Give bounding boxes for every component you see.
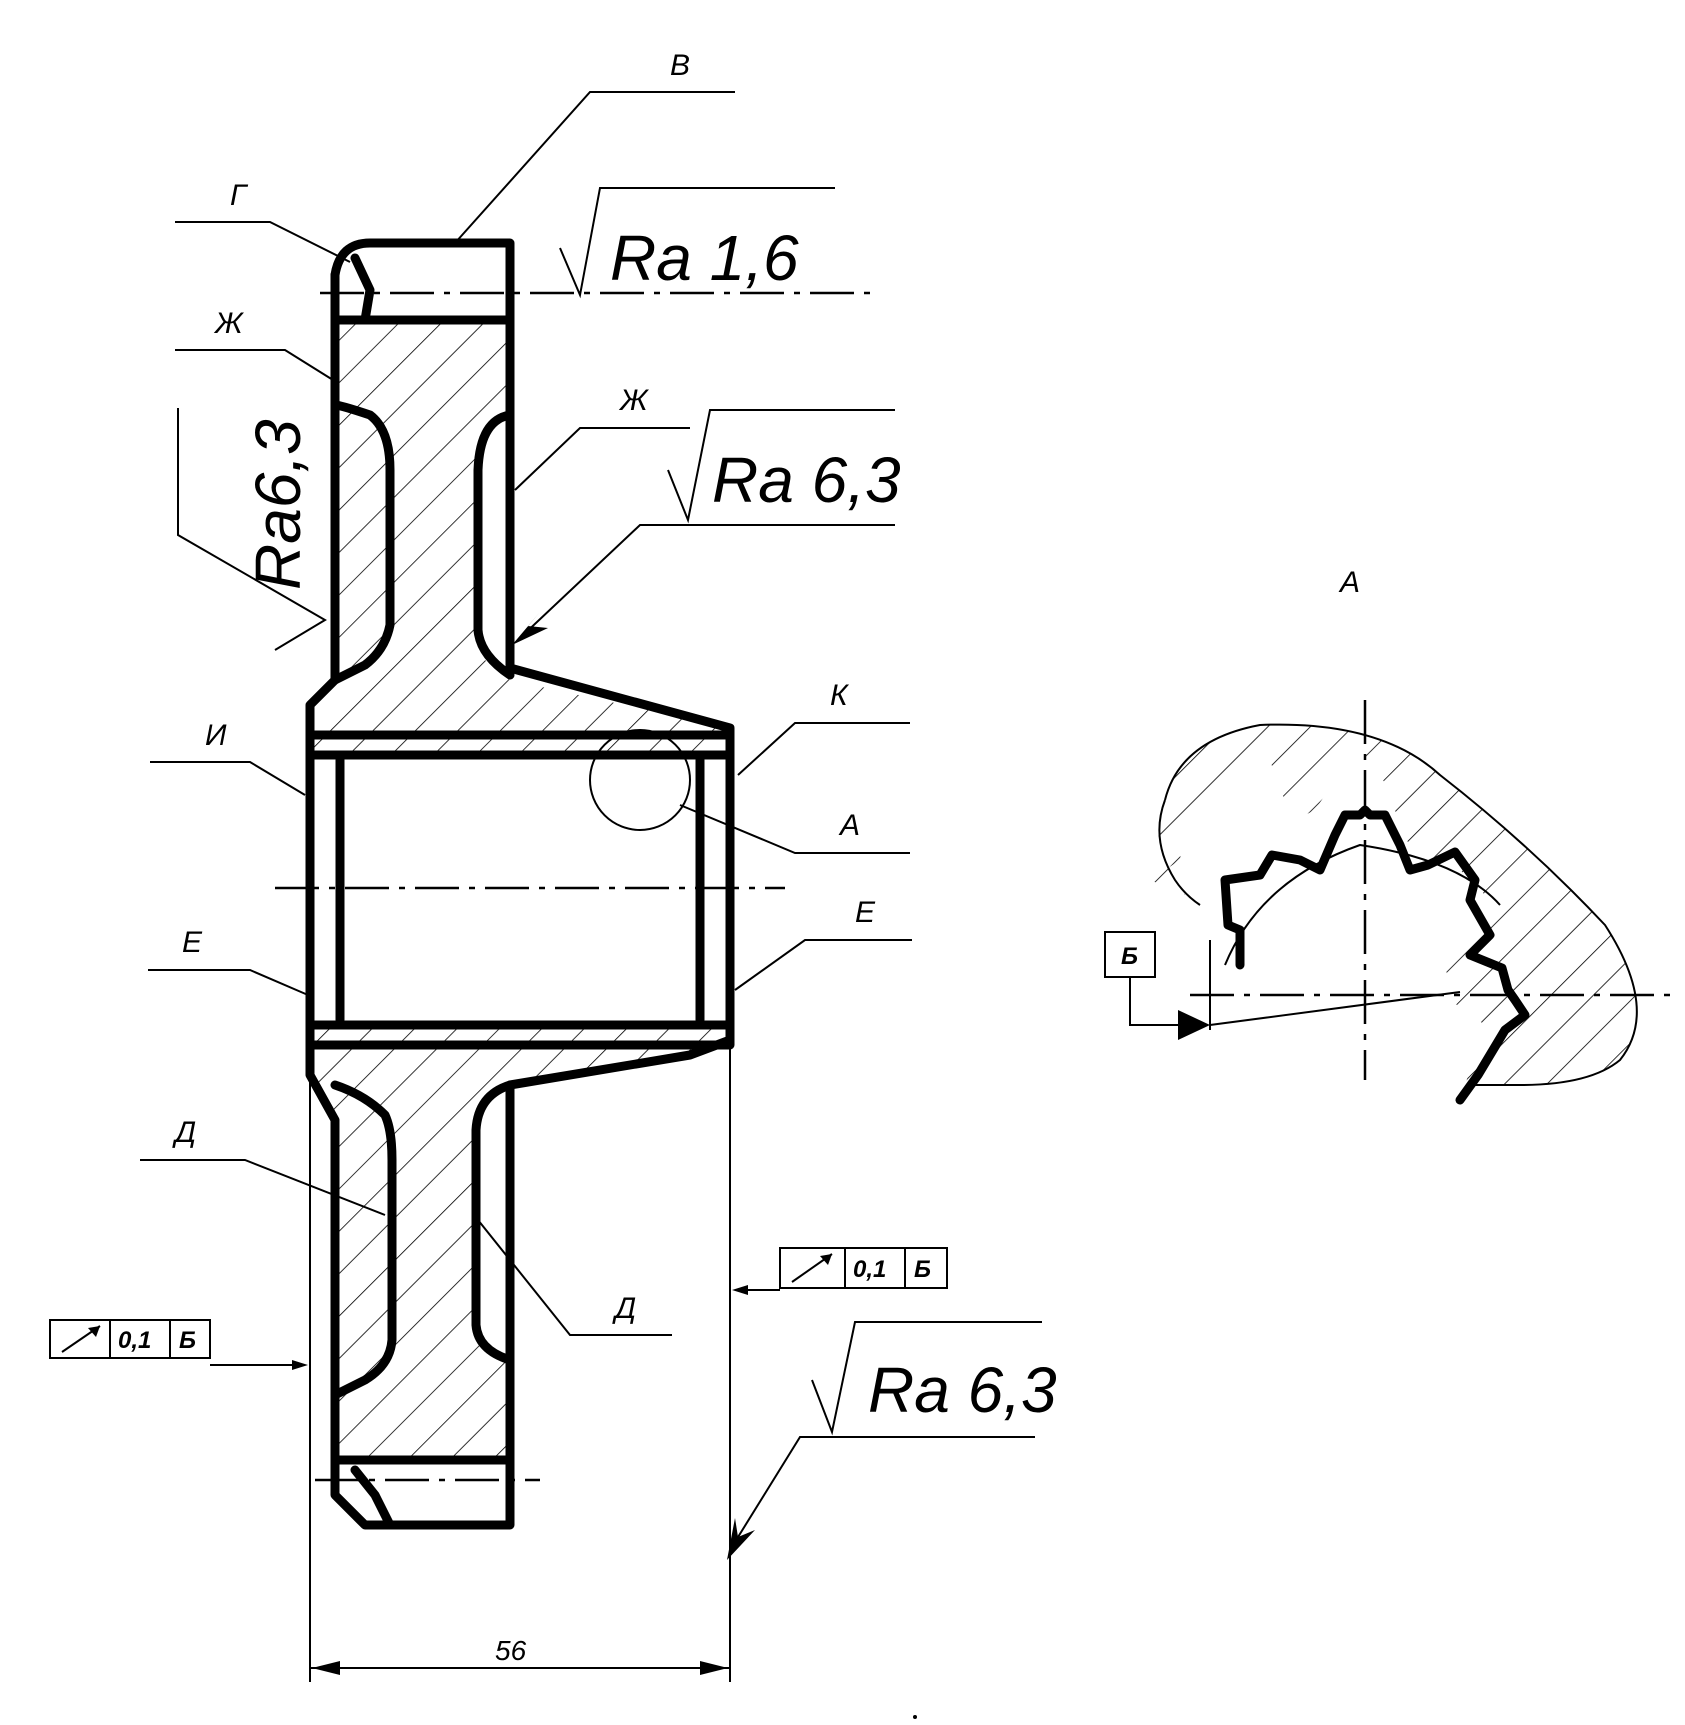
dimension-arrow-left: [312, 1661, 340, 1675]
detail-boundary-left: [1158, 799, 1201, 906]
tolerance-left-datum: Б: [179, 1327, 196, 1354]
tolerance-right-datum: Б: [914, 1256, 931, 1283]
tolerance-frame-right: 0,1 Б: [732, 1247, 948, 1295]
datum-b-feature-line: [1209, 991, 1461, 1026]
roughness-right-lower-tick: [811, 1321, 1042, 1436]
leader-zh-right: [514, 427, 690, 491]
roughness-left: Ra6,3: [177, 408, 327, 651]
label-d-left: Д: [172, 1116, 196, 1149]
detail-view-title: А: [1338, 566, 1360, 599]
gear-section-view: [275, 238, 875, 1530]
top-tooth-chamfer: [350, 253, 375, 325]
spline-pitch-arc: [1224, 843, 1501, 966]
tolerance-frame-left: 0,1 Б: [49, 1319, 308, 1370]
upper-rim-outline: [305, 238, 735, 1530]
label-zh-right: Ж: [618, 384, 649, 417]
leader-d-right: [477, 1219, 672, 1336]
leader-d-left: [140, 1159, 386, 1216]
label-v: В: [670, 49, 690, 82]
detail-view-a: А Б: [1104, 566, 1680, 1105]
leader-e-right: [734, 939, 912, 991]
top-tooth-face: [330, 270, 515, 325]
datum-b-text: Б: [1121, 943, 1138, 970]
label-e-right: Е: [855, 896, 876, 929]
leader-k: [737, 722, 910, 776]
roughness-right-lower: Ra 6,3: [727, 1321, 1057, 1560]
roughness-right-lower-arrow: [727, 1518, 755, 1560]
leader-zh-left: [175, 349, 334, 381]
dimension-arrow-right: [700, 1661, 728, 1675]
roughness-left-tick: [177, 408, 327, 651]
datum-b-triangle: [1178, 1010, 1210, 1040]
roughness-top: Ra 1,6: [559, 187, 835, 299]
upper-left-recess: [330, 400, 395, 685]
tolerance-right-value: 0,1: [853, 1256, 886, 1283]
tolerance-right-datum-box: [904, 1247, 948, 1289]
lower-right-recess: [471, 1080, 515, 1365]
roughness-right-lower-text: Ra 6,3: [868, 1354, 1057, 1426]
label-zh-left: Ж: [213, 307, 244, 340]
label-e-left: Е: [182, 926, 203, 959]
label-a: А: [838, 809, 860, 842]
roughness-right-upper-leader: [519, 524, 895, 639]
roughness-top-text: Ra 1,6: [610, 222, 799, 294]
dimension-width: 56: [309, 1045, 731, 1682]
roughness-right-upper-tick: [667, 409, 895, 524]
leader-i: [150, 761, 306, 796]
lower-section-hatch: [310, 1025, 730, 1460]
bottom-tooth-chamfer: [350, 1465, 395, 1530]
bore-outline: [305, 730, 735, 1050]
roughness-right-upper-arrow: [512, 612, 548, 645]
leader-a: [679, 804, 910, 854]
leader-e-left: [148, 969, 309, 996]
dimension-width-text: 56: [495, 1635, 527, 1666]
tolerance-left-arrow: [292, 1360, 308, 1370]
label-i: И: [205, 719, 227, 752]
label-k: К: [830, 679, 850, 712]
roughness-left-text: Ra6,3: [242, 419, 314, 590]
roughness-right-lower-leader: [729, 1436, 1035, 1551]
roughness-right-upper-text: Ra 6,3: [712, 444, 901, 516]
spline-tooth-profile: [1220, 805, 1530, 1105]
label-d-right: Д: [612, 1292, 636, 1325]
runout-arrow-icon: [791, 1253, 833, 1283]
upper-section-hatch: [310, 320, 730, 755]
tolerance-left-value: 0,1: [118, 1327, 151, 1354]
label-g: Г: [230, 179, 249, 212]
lower-left-recess: [330, 1080, 397, 1400]
roughness-right-upper: Ra 6,3: [512, 409, 901, 645]
tolerance-right-arrow: [732, 1285, 748, 1295]
detail-boundary: [1164, 723, 1638, 1086]
tolerance-left-datum-box: [169, 1319, 211, 1359]
datum-b-leader: [1129, 977, 1195, 1026]
leader-v: [454, 91, 735, 244]
stray-dot: [913, 1715, 917, 1719]
leader-g: [175, 221, 351, 263]
annotations: В Г Ж Ж И К А Е Е Д Д: [140, 49, 912, 1336]
runout-arrow-icon: [61, 1325, 101, 1353]
detail-a-circle: [589, 729, 691, 831]
roughness-top-tick: [559, 187, 835, 299]
upper-right-recess: [473, 410, 515, 680]
